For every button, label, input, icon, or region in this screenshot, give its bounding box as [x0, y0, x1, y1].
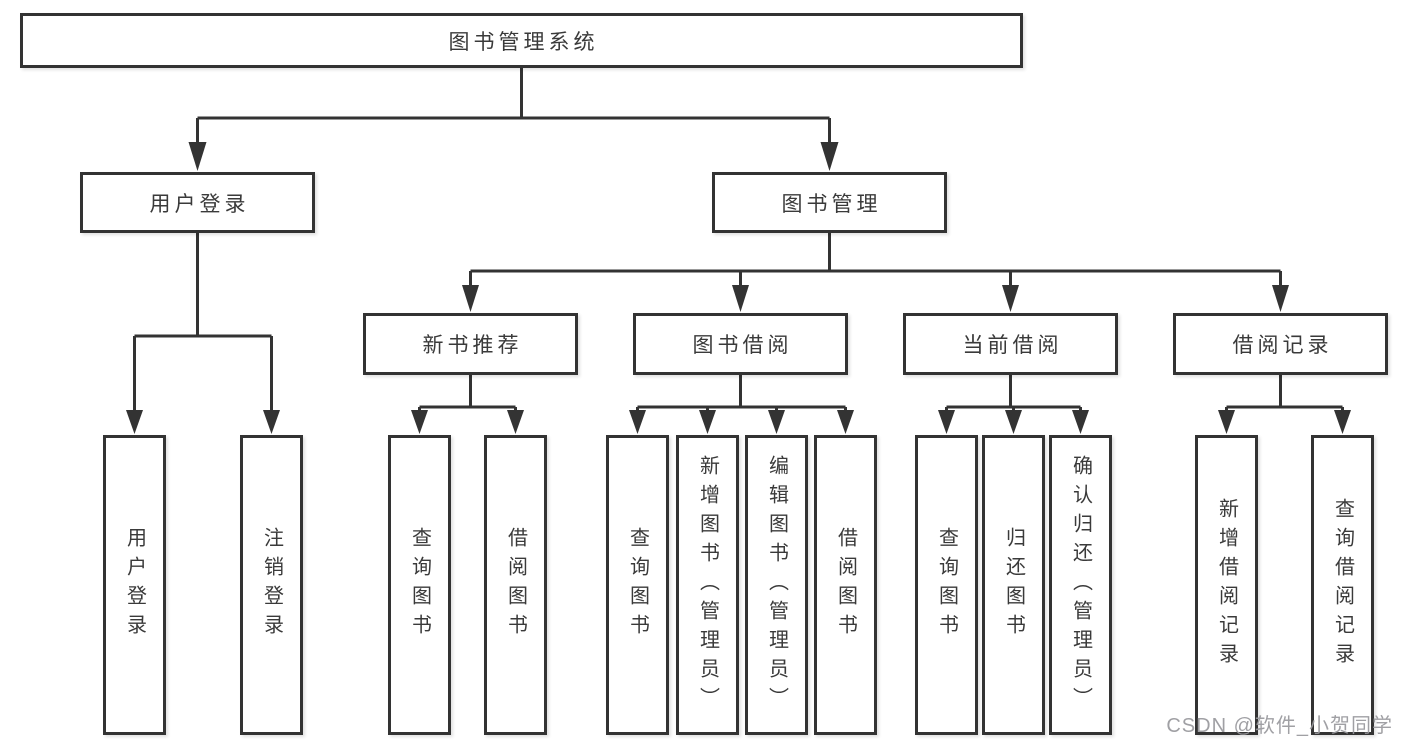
node-book-borrowing: 图书借阅: [633, 313, 848, 375]
leaf-query-books-current: 查询图书: [915, 435, 978, 735]
node-new-book-recommendation: 新书推荐: [363, 313, 578, 375]
leaf-return-books: 归还图书: [982, 435, 1045, 735]
leaf-query-books-borrow: 查询图书: [606, 435, 669, 735]
node-root: 图书管理系统: [20, 13, 1023, 68]
leaf-query-books-current-label: 查询图书: [935, 527, 958, 643]
leaf-query-books-borrow-label: 查询图书: [626, 527, 649, 643]
leaf-confirm-return-admin: 确认归还（管理员）: [1049, 435, 1112, 735]
node-user-login: 用户登录: [80, 172, 315, 233]
node-book-management: 图书管理: [712, 172, 947, 233]
leaf-logout-label: 注销登录: [260, 527, 283, 643]
leaf-borrow-books-recommend: 借阅图书: [484, 435, 547, 735]
leaf-return-books-label: 归还图书: [1002, 527, 1025, 643]
leaf-query-books-recommend-label: 查询图书: [408, 527, 431, 643]
node-book-management-label: 图书管理: [781, 192, 882, 216]
leaf-query-borrow-record-label: 查询借阅记录: [1331, 498, 1354, 672]
leaf-add-books-admin: 新增图书（管理员）: [676, 435, 739, 735]
leaf-confirm-return-admin-label: 确认归还（管理员）: [1069, 454, 1092, 716]
leaf-borrow-books-borrow-label: 借阅图书: [834, 527, 857, 643]
node-root-label: 图书管理系统: [448, 30, 599, 54]
leaf-add-borrow-record-label: 新增借阅记录: [1215, 498, 1238, 672]
leaf-user-login-label: 用户登录: [123, 527, 146, 643]
node-new-book-recommendation-label: 新书推荐: [422, 334, 523, 357]
leaf-user-login: 用户登录: [103, 435, 166, 735]
leaf-query-books-recommend: 查询图书: [388, 435, 451, 735]
leaf-borrow-books-borrow: 借阅图书: [814, 435, 877, 735]
leaf-add-books-admin-label: 新增图书（管理员）: [696, 454, 719, 716]
leaf-query-borrow-record: 查询借阅记录: [1311, 435, 1374, 735]
leaf-edit-books-admin-label: 编辑图书（管理员）: [765, 454, 788, 716]
leaf-edit-books-admin: 编辑图书（管理员）: [745, 435, 808, 735]
node-borrowing-records: 借阅记录: [1173, 313, 1388, 375]
node-user-login-label: 用户登录: [149, 192, 250, 216]
node-current-borrowing-label: 当前借阅: [962, 334, 1063, 357]
leaf-borrow-books-recommend-label: 借阅图书: [504, 527, 527, 643]
node-borrowing-records-label: 借阅记录: [1232, 334, 1333, 357]
leaf-add-borrow-record: 新增借阅记录: [1195, 435, 1258, 735]
node-current-borrowing: 当前借阅: [903, 313, 1118, 375]
leaf-logout: 注销登录: [240, 435, 303, 735]
node-book-borrowing-label: 图书借阅: [692, 334, 793, 357]
